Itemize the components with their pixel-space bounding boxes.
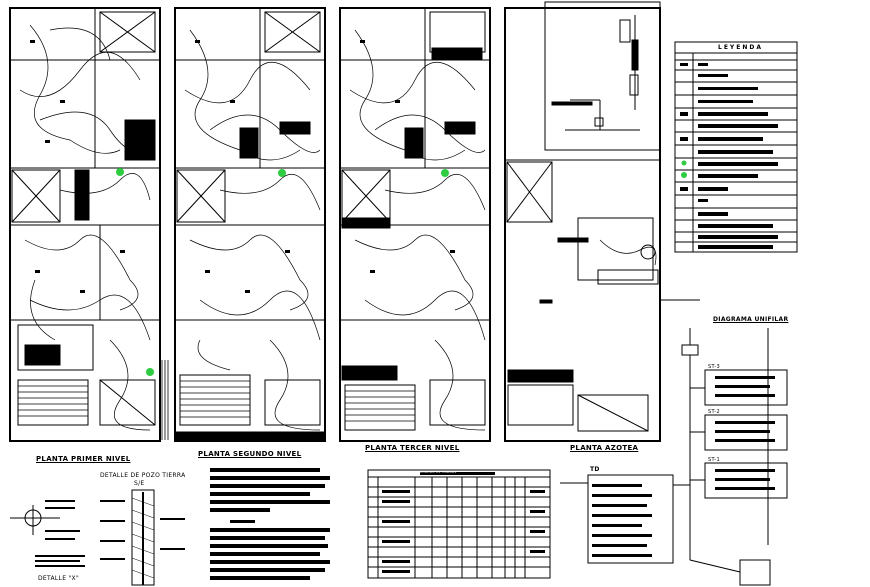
detail-x (10, 500, 85, 567)
plan-primer-nivel (9, 7, 169, 442)
subboard-st2-label: ST-2 (708, 409, 720, 415)
single-line-diagram (560, 328, 788, 586)
legend-table (674, 41, 798, 253)
ground-well-detail (100, 489, 185, 586)
plan-tercer-nivel (339, 7, 491, 442)
plan-title-segundo-nivel: PLANTA SEGUNDO NIVEL (198, 450, 302, 458)
plan-title-tercer-nivel: PLANTA TERCER NIVEL (365, 444, 460, 452)
plan-segundo-nivel (174, 7, 326, 442)
riser-detail (544, 1, 661, 151)
notes-block (210, 468, 330, 580)
plan-title-primer-nivel: PLANTA PRIMER NIVEL (36, 455, 131, 463)
legend-title: LEYENDA (718, 44, 764, 51)
load-table-title: CUADRO DE CARGAS (420, 470, 457, 474)
plan-title-azotea: PLANTA AZOTEA (570, 444, 639, 452)
subboard-st3-label: ST-3 (708, 364, 720, 370)
load-table (367, 469, 551, 579)
subboard-st1-label: ST-1 (708, 457, 720, 463)
plan-azotea (504, 7, 700, 442)
pozo-tierra-scale: S/E (134, 480, 145, 487)
pozo-tierra-title: DETALLE DE POZO TIERRA (100, 472, 186, 479)
td-label: TD (590, 466, 600, 473)
detail-x-title: DETALLE "X" (38, 575, 80, 582)
diagram-title: DIAGRAMA UNIFILAR (713, 316, 789, 323)
